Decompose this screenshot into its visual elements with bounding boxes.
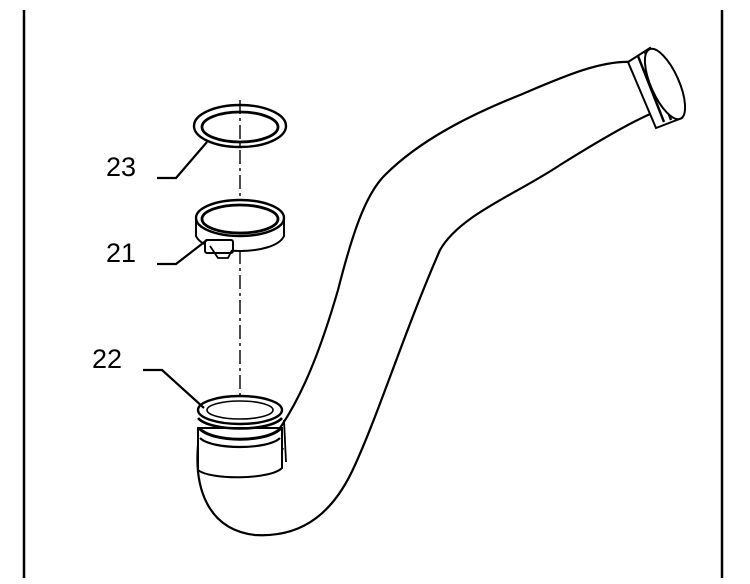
clamp-top-inner (200, 203, 280, 235)
callout-label-22: 22 (92, 344, 122, 374)
connector-bead-1 (197, 417, 283, 430)
hose-clamp (194, 198, 286, 259)
connector-sleeve (197, 427, 283, 479)
connector-clip (283, 419, 287, 463)
flange-face (643, 47, 687, 121)
leader-line-23 (157, 141, 208, 180)
leader-line-22 (143, 368, 205, 409)
pipe-connector (196, 394, 287, 479)
clamp-screw (209, 245, 233, 259)
connector-bead-3 (199, 437, 281, 449)
connector-rim-inner (206, 400, 274, 420)
connector-bead-2 (197, 426, 283, 441)
clamp-screw-housing (204, 239, 234, 254)
seal-ring-inner (200, 110, 280, 144)
callout-22: 22 (92, 344, 205, 409)
callout-label-23: 23 (106, 152, 136, 182)
callout-23: 23 (106, 141, 208, 182)
pipe-end-flange (626, 46, 687, 130)
seal-ring-outer (192, 103, 288, 149)
callout-label-21: 21 (106, 238, 136, 268)
leader-line-21 (157, 239, 208, 266)
seal-ring (192, 103, 288, 149)
callout-21: 21 (106, 238, 208, 268)
